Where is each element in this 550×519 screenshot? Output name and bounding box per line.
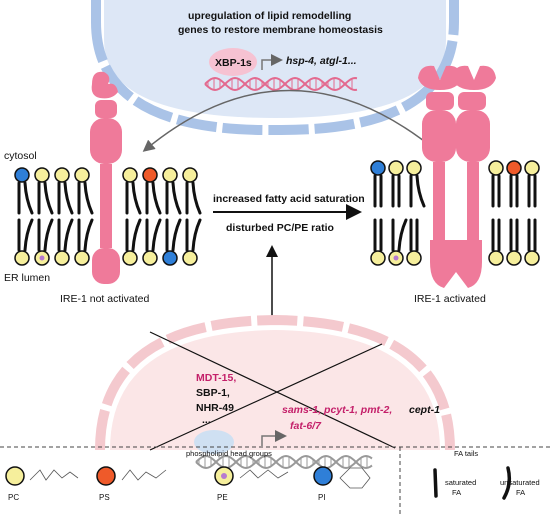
top-dna-helix [204, 76, 358, 92]
legend-pi: PI [318, 493, 326, 502]
legend [0, 446, 550, 514]
stress-line2: disturbed PC/PE ratio [226, 222, 334, 234]
bottom-genes-b: cept-1 [409, 404, 440, 416]
fa-tails-title: FA tails [454, 449, 479, 458]
xbp1s-blob [209, 48, 257, 76]
stress-line1: increased fatty acid saturation [213, 193, 365, 205]
bottom-dna-helix [195, 454, 373, 470]
tf-sbp1: SBP-1, [196, 387, 230, 399]
tf-mdt15: MDT-15, [196, 372, 237, 384]
feedback-arrow [142, 89, 439, 153]
legend-pc: PC [8, 493, 20, 502]
tf-ellipsis: ... [202, 414, 211, 426]
ire1-inactive-label: IRE-1 not activated [60, 293, 150, 305]
transcription-arrow-bottom [261, 430, 287, 446]
xbp1s-label: XBP-1s [215, 57, 252, 69]
top-genes-label: hsp-4, atgl-1... [286, 55, 357, 67]
headgroups-title: phospholipid head groups [186, 449, 272, 458]
left-membrane [14, 167, 202, 266]
cytosol-label: cytosol [4, 150, 37, 162]
er-lumen-label: ER lumen [4, 272, 51, 284]
tf-nhr49: NHR-49 [196, 402, 234, 414]
bottom-genes-c: fat-6/7 [290, 420, 321, 432]
legend-unsaturated-1: unsaturated [500, 478, 540, 487]
ire1-monomer [90, 71, 122, 284]
legend-pe: PE [217, 493, 228, 502]
legend-saturated-1: saturated [445, 478, 477, 487]
ire1-dimer [418, 65, 496, 288]
transcription-arrow-top [261, 54, 283, 70]
legend-ps: PS [99, 493, 110, 502]
top-title-line1: upregulation of lipid remodelling [188, 10, 352, 22]
top-title-line2: genes to restore membrane homeostasis [178, 24, 383, 36]
bottom-genes-a: sams-1, pcyt-1, pmt-2, [282, 404, 393, 416]
legend-saturated-2: FA [452, 488, 462, 497]
legend-unsaturated-2: FA [516, 488, 526, 497]
bottom-nucleus [95, 314, 455, 451]
tf-blob [194, 430, 234, 454]
ire1-active-label: IRE-1 activated [414, 293, 486, 305]
right-membrane [370, 160, 540, 266]
